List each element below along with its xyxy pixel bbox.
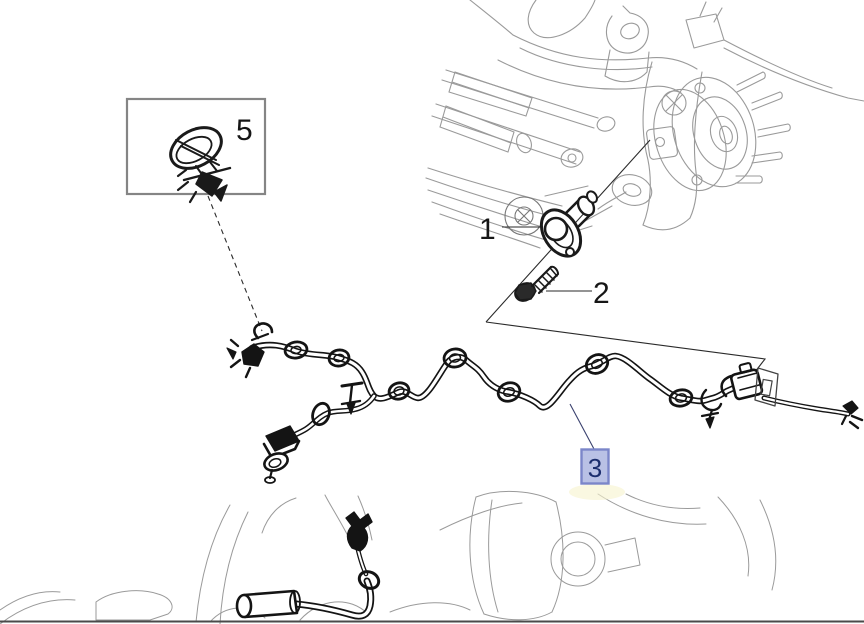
wiring-harness xyxy=(226,322,864,484)
upper-control-arm xyxy=(469,0,698,94)
harness-branch-connector xyxy=(262,425,301,484)
underbody-art xyxy=(0,490,777,624)
leader-callout-3 xyxy=(569,403,595,450)
push-clip xyxy=(340,381,364,415)
knuckle xyxy=(642,61,703,231)
push-clip xyxy=(700,388,723,429)
harness-cable xyxy=(248,341,851,447)
upper-mount-bracket xyxy=(685,1,864,102)
harness-right-connector xyxy=(720,362,779,407)
leader-harness-location xyxy=(485,321,767,378)
hub-assembly xyxy=(653,71,791,192)
lower-bushing xyxy=(504,196,544,236)
harness-ring-clips xyxy=(283,340,694,427)
wheel-speed-sensor xyxy=(539,190,598,258)
tube-hook-clip xyxy=(345,511,373,552)
tube-flare xyxy=(235,589,301,619)
wheel-arch-arc xyxy=(195,504,231,623)
exhaust-cylinder xyxy=(469,490,564,621)
hook-bracket xyxy=(604,5,650,83)
inset-box xyxy=(125,97,267,204)
connector-bracket-plate xyxy=(754,367,779,407)
ring-detail xyxy=(550,531,606,587)
callout-3-box[interactable] xyxy=(580,448,610,485)
callout-3-highlight[interactable]: 3 xyxy=(569,448,625,501)
sensor-bolt xyxy=(514,265,560,302)
callout-2-label[interactable]: 2 xyxy=(593,277,610,310)
harness-push-clips xyxy=(340,381,723,429)
callout-3-label[interactable]: 3 xyxy=(588,453,602,483)
wheel-studs xyxy=(735,71,791,184)
callout-1-label[interactable]: 1 xyxy=(479,213,496,246)
suspension-assembly-art xyxy=(425,0,864,249)
tube-ring-clip xyxy=(357,570,381,590)
leader-inset-box xyxy=(207,195,263,332)
eye-bracket xyxy=(584,174,653,222)
harness-left-connector xyxy=(226,322,274,379)
retainer-clip-art xyxy=(169,126,232,204)
toe-links xyxy=(431,69,616,168)
callout-5-label[interactable]: 5 xyxy=(236,114,253,147)
highlight-smudge xyxy=(569,484,625,500)
vent-tube xyxy=(235,511,381,620)
harness-end-clip xyxy=(840,400,864,430)
